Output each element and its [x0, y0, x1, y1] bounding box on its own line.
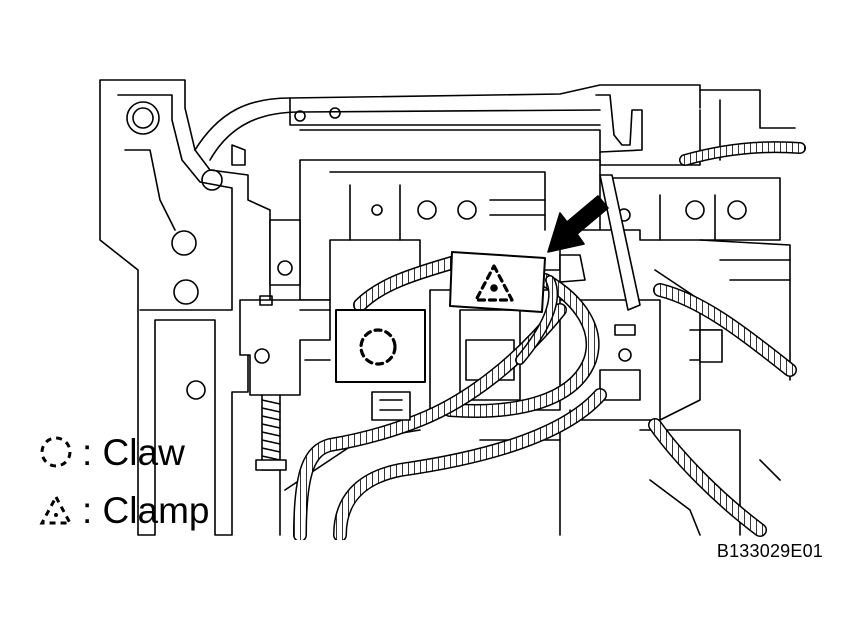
main-housing: [299, 159, 791, 381]
legend-clamp: : Clamp: [36, 490, 209, 530]
arrow-icon: [547, 195, 609, 253]
legend-claw: : Claw: [36, 432, 185, 472]
clamp-icon: [474, 264, 514, 302]
figure-id: B133029E01: [716, 541, 823, 561]
frame-bracket: [99, 79, 271, 536]
upper-rails: [194, 84, 796, 166]
center-bracket: [429, 174, 721, 421]
threaded-stud: [255, 394, 287, 471]
legend-clamp-label: : Clamp: [82, 489, 210, 531]
dashed-circle-icon: [40, 436, 72, 468]
clamp-box: [449, 251, 546, 313]
wiring-harness-illustration: [99, 79, 806, 540]
legend-claw-label: : Claw: [82, 431, 185, 473]
wire-harness: [293, 141, 806, 540]
claw-icon: [359, 328, 397, 366]
claw-box: [335, 309, 426, 383]
connectors: [371, 254, 723, 421]
hinge-bracket: [239, 219, 331, 396]
dashed-triangle-icon: [39, 493, 73, 525]
